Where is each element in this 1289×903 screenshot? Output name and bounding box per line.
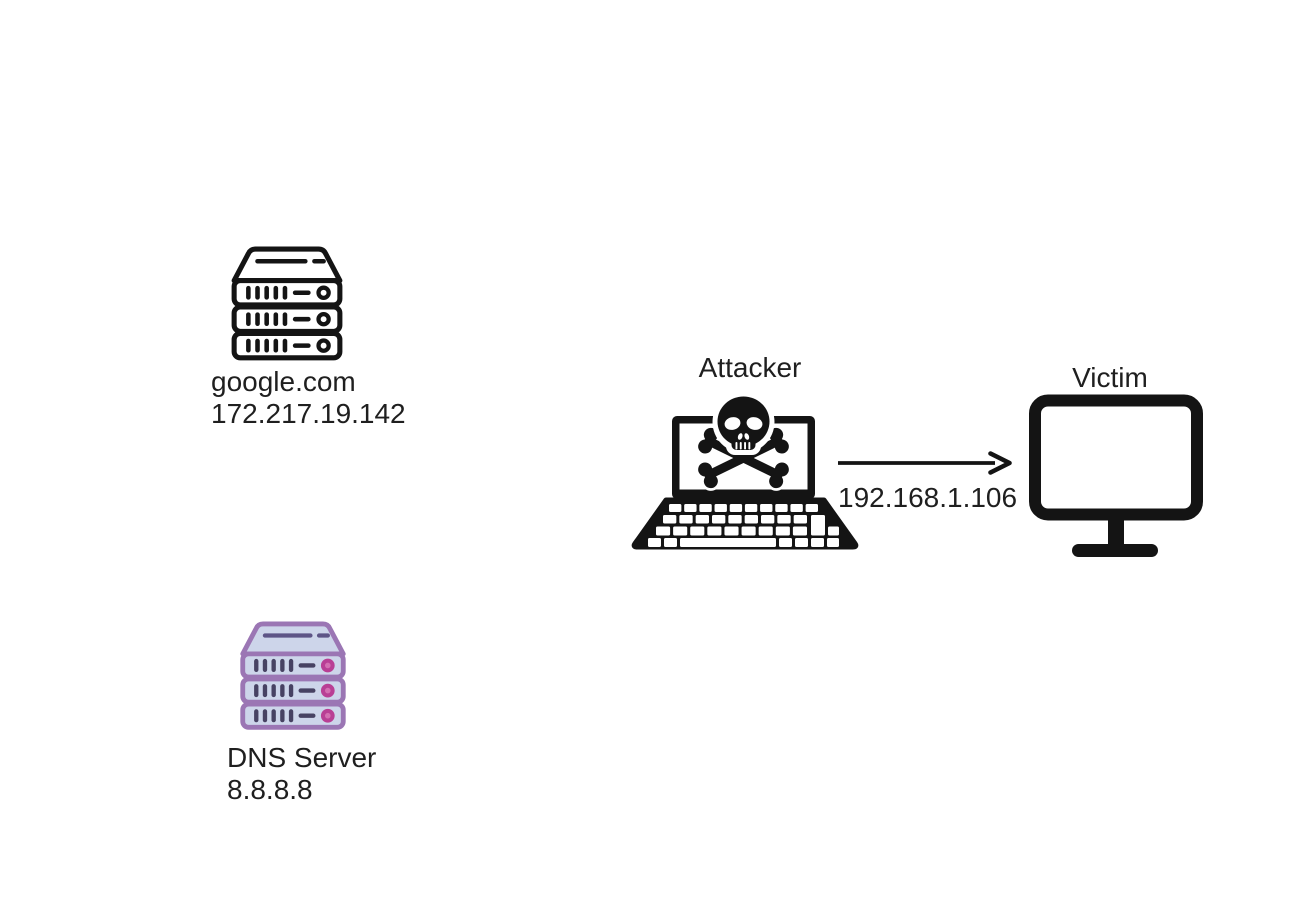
dns-server-caption: DNS Server 8.8.8.8 <box>227 742 376 806</box>
victim-label: Victim <box>1072 362 1148 393</box>
google-server-caption: google.com 172.217.19.142 <box>211 366 406 430</box>
node-google-server <box>226 246 348 362</box>
rack-server-icon <box>226 246 348 362</box>
desktop-monitor-icon <box>1029 394 1203 557</box>
dns-server-label: DNS Server <box>227 742 377 773</box>
dns-server-ip: 8.8.8.8 <box>227 774 313 805</box>
google-server-label: google.com <box>211 366 356 397</box>
node-dns-server <box>235 621 351 731</box>
google-server-ip: 172.217.19.142 <box>211 398 406 429</box>
rack-server-icon <box>235 621 351 731</box>
attacker-label: Attacker <box>698 352 802 383</box>
arrow-right-icon <box>838 451 1012 475</box>
edge-ip-label: 192.168.1.106 <box>838 482 1018 513</box>
laptop-skull-crossbones-icon <box>631 391 859 550</box>
